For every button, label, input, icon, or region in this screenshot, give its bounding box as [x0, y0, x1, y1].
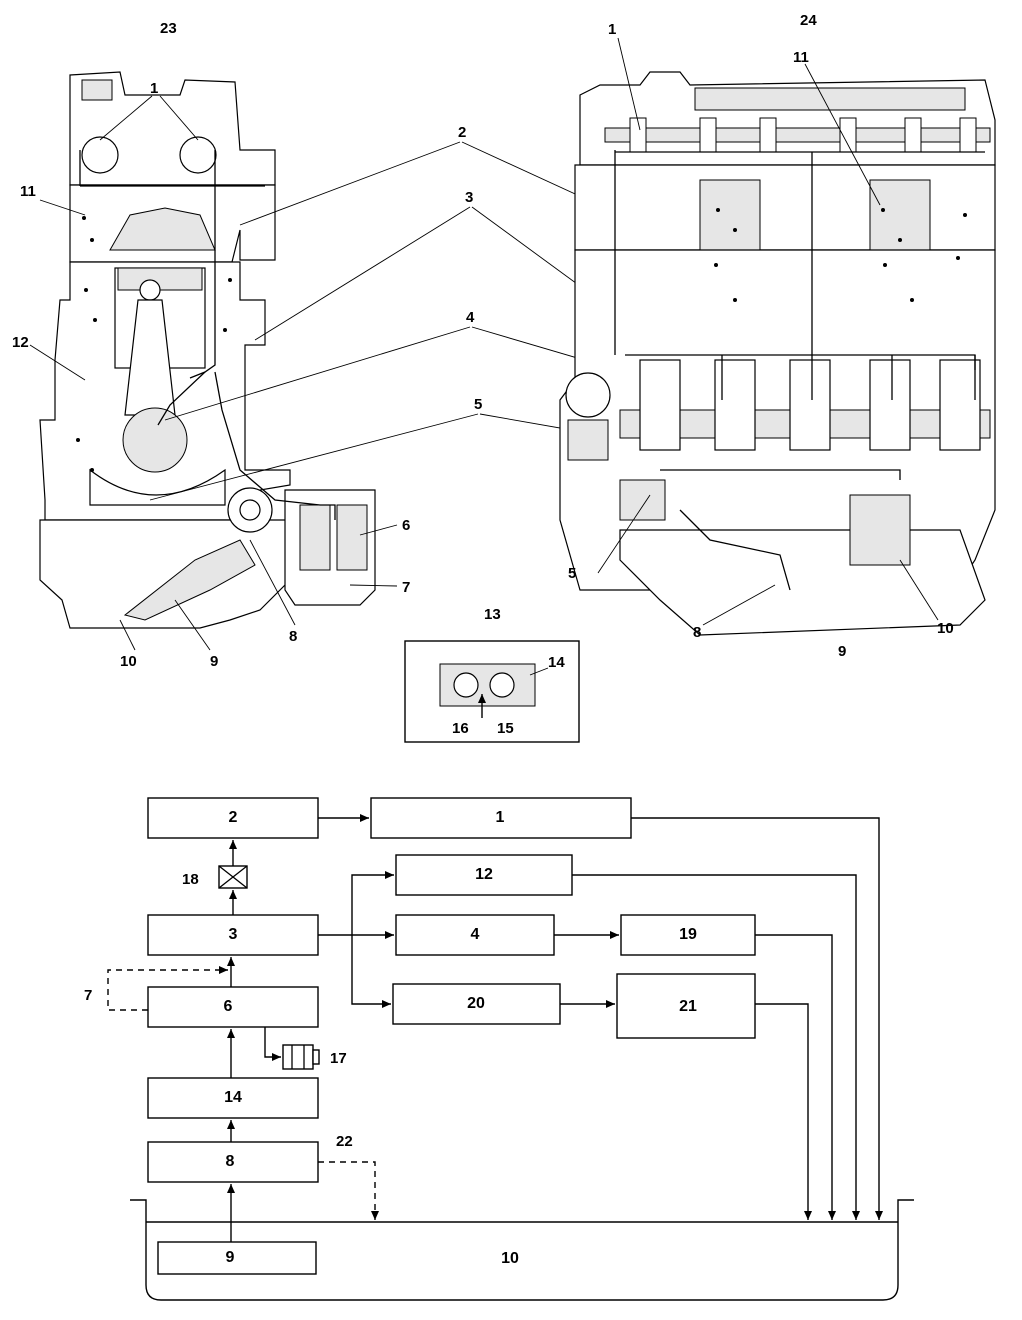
flow-diagram: 2 1 12 3 4 19 6 20 21 14 8 9 10 18: [84, 797, 914, 1301]
oil-sump-outline: [130, 1199, 914, 1301]
block-21-label: 21: [679, 998, 697, 1015]
callout-left-12: 12: [12, 334, 29, 351]
block-1: [370, 797, 632, 839]
engine-cross-section: [39, 71, 376, 629]
inset-filter-detail: 14 16 15: [404, 640, 580, 743]
callout-left-10: 10: [120, 653, 137, 670]
block-3-label: 3: [229, 926, 238, 943]
block-9-label: 9: [226, 1249, 235, 1266]
block-9: [157, 1241, 317, 1275]
inset-callout-15: 15: [497, 720, 514, 737]
right-callout-numbers: 1 11 5 8 9 10: [568, 21, 954, 660]
block-14: [147, 1077, 319, 1119]
view-label-24: 24: [800, 12, 817, 29]
callout-right-8: 5: [568, 565, 576, 582]
block-8-label: 8: [226, 1153, 235, 1170]
callout-left-11: 11: [20, 183, 36, 200]
block-20: [392, 983, 561, 1025]
inset-callout-16: 16: [452, 720, 469, 737]
block-10-label: 10: [501, 1250, 519, 1267]
block-1-label: 1: [496, 809, 505, 826]
engine-side-section: [559, 71, 996, 636]
block-12-label: 12: [475, 866, 493, 883]
left-callout-numbers: 1 2 3 4 5 6 7 8 9 10 11 12: [12, 80, 482, 670]
callout-right-6: 10: [937, 620, 954, 637]
block-19-label: 19: [679, 926, 697, 943]
block-2: [147, 797, 319, 839]
inset-label-13: 13: [484, 606, 501, 623]
bypass-7-label: 7: [84, 987, 92, 1004]
block-14-label: 14: [224, 1089, 242, 1106]
right-leader-lines: [597, 37, 939, 626]
block-2-label: 2: [229, 809, 238, 826]
relief-22-label: 22: [336, 1133, 353, 1150]
callout-left-5: 5: [474, 396, 482, 413]
block-3: [147, 914, 319, 956]
view-label-23: 23: [160, 20, 177, 37]
sensor-17-label: 17: [330, 1050, 347, 1067]
callout-left-3: 3: [465, 189, 473, 206]
callout-left-9: 9: [210, 653, 218, 670]
block-6: [147, 986, 319, 1028]
block-20-label: 20: [467, 995, 485, 1012]
block-21: [616, 973, 756, 1039]
callout-right-9: 8: [693, 624, 701, 641]
block-4: [395, 914, 555, 956]
inset-callout-14: 14: [548, 654, 565, 671]
callout-right-10: 9: [838, 643, 846, 660]
block-6-label: 6: [224, 998, 233, 1015]
callout-left-6: 6: [402, 517, 410, 534]
callout-left-7: 7: [402, 579, 410, 596]
callout-left-8: 8: [289, 628, 297, 645]
callout-right-11: 11: [793, 49, 809, 66]
pressure-sensor-17-symbol: [282, 1044, 320, 1070]
callout-left-1: 1: [150, 80, 158, 97]
callout-left-4: 4: [466, 309, 475, 326]
block-4-label: 4: [471, 926, 480, 943]
callout-left-2: 2: [458, 124, 466, 141]
valve-18-label: 18: [182, 871, 199, 888]
block-8: [147, 1141, 319, 1183]
callout-right-1: 1: [608, 21, 616, 38]
block-12: [395, 854, 573, 896]
